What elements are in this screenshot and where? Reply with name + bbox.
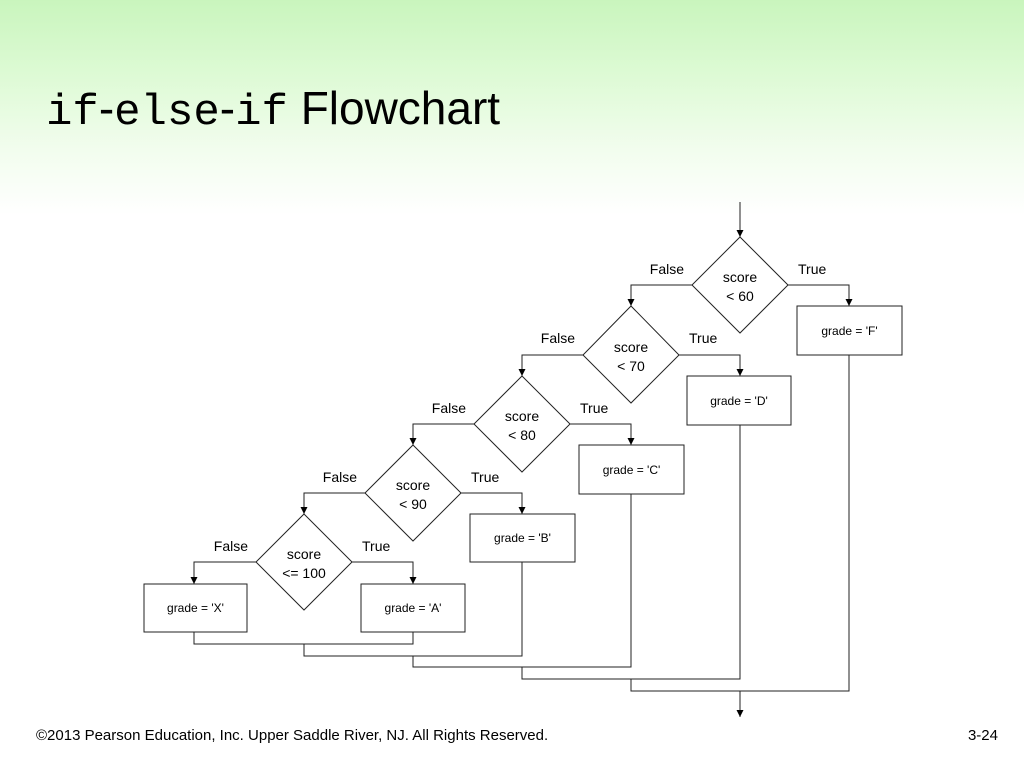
true-label: True xyxy=(580,400,608,416)
action-grade-a: grade = 'A' xyxy=(360,583,466,633)
decision-text: <= 100 xyxy=(282,565,326,581)
decision-diamond xyxy=(582,305,680,404)
decision-text: score xyxy=(396,477,430,493)
false-branch-arrow xyxy=(409,423,474,445)
decision-text: < 70 xyxy=(617,358,645,374)
action-grade-x: grade = 'X' xyxy=(143,583,248,633)
action-text: grade = 'A' xyxy=(385,601,442,615)
action-grade-c: grade = 'C' xyxy=(578,444,685,495)
page-number: 3-24 xyxy=(967,727,998,744)
merge-line xyxy=(193,632,304,645)
decision-score-lt-80: score < 80 False True xyxy=(432,375,608,473)
title-code-else: else xyxy=(114,88,220,138)
merge-line xyxy=(630,425,741,692)
decision-text: < 60 xyxy=(726,288,754,304)
true-label: True xyxy=(471,469,499,485)
action-box xyxy=(796,305,903,356)
action-text: grade = 'B' xyxy=(494,531,551,545)
action-grade-b: grade = 'B' xyxy=(469,513,576,563)
false-branch-arrow xyxy=(627,284,692,306)
true-label: True xyxy=(362,538,390,554)
action-box xyxy=(686,375,792,426)
false-label: False xyxy=(214,538,248,554)
false-label: False xyxy=(541,330,575,346)
false-branch-arrow xyxy=(190,561,256,584)
true-label: True xyxy=(798,261,826,277)
title-word-flowchart: Flowchart xyxy=(300,82,501,134)
decision-text: score xyxy=(723,269,757,285)
decision-text: score xyxy=(614,339,648,355)
title-dash: - xyxy=(98,82,115,134)
true-branch-arrow xyxy=(570,423,635,445)
decision-score-lte-100: score <= 100 False True xyxy=(214,513,390,611)
true-branch-arrow xyxy=(461,492,526,514)
decision-text: < 80 xyxy=(508,427,536,443)
decision-diamond xyxy=(691,236,789,334)
decision-score-lt-60: score < 60 False True xyxy=(650,236,826,334)
decision-text: < 90 xyxy=(399,496,427,512)
false-label: False xyxy=(650,261,684,277)
action-grade-f: grade = 'F' xyxy=(796,305,903,356)
decision-diamond xyxy=(473,375,571,473)
true-label: True xyxy=(689,330,717,346)
decision-text: score xyxy=(287,546,321,562)
decision-text: score xyxy=(505,408,539,424)
action-text: grade = 'X' xyxy=(167,601,224,615)
merge-line xyxy=(521,494,632,680)
true-branch-arrow xyxy=(679,354,744,376)
action-text: grade = 'D' xyxy=(710,394,768,408)
false-label: False xyxy=(323,469,357,485)
merge-line xyxy=(740,355,850,692)
false-branch-arrow xyxy=(518,354,583,376)
action-box xyxy=(360,583,466,633)
false-label: False xyxy=(432,400,466,416)
decision-score-lt-90: score < 90 False True xyxy=(323,444,499,542)
slide-title: if-else-if Flowchart xyxy=(46,80,500,141)
merge-line xyxy=(303,632,414,657)
copyright-footer: ©2013 Pearson Education, Inc. Upper Sadd… xyxy=(36,727,549,744)
title-dash: - xyxy=(219,82,236,134)
action-text: grade = 'C' xyxy=(603,463,661,477)
title-code-if: if xyxy=(46,88,99,138)
decision-score-lt-70: score < 70 False True xyxy=(541,305,717,404)
decision-diamond xyxy=(364,444,462,542)
action-box xyxy=(143,583,248,633)
title-code-if: if xyxy=(235,88,288,138)
decision-diamond xyxy=(255,513,353,611)
action-text: grade = 'F' xyxy=(821,324,877,338)
action-box xyxy=(578,444,685,495)
action-grade-d: grade = 'D' xyxy=(686,375,792,426)
true-branch-arrow xyxy=(352,561,417,584)
true-branch-arrow xyxy=(788,284,853,306)
false-branch-arrow xyxy=(300,492,365,514)
merge-line xyxy=(412,562,523,668)
